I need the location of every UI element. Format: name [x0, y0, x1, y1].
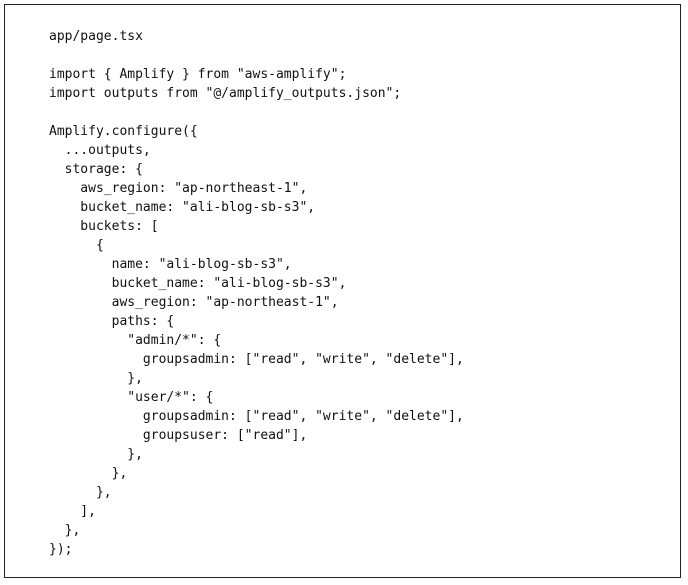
- code-line: },: [49, 523, 81, 538]
- code-line: import outputs from "@/amplify_outputs.j…: [49, 86, 402, 101]
- code-line: storage: {: [49, 162, 143, 177]
- code-line: {: [49, 238, 104, 253]
- code-line: },: [49, 485, 112, 500]
- code-line: paths: {: [49, 314, 175, 329]
- code-frame: app/page.tsx import { Amplify } from "aws…: [4, 4, 681, 578]
- code-line-filename: app/page.tsx: [49, 29, 143, 44]
- code-line: },: [49, 447, 143, 462]
- code-line: },: [49, 466, 128, 481]
- code-line: "user/*": {: [49, 390, 214, 405]
- code-line: groupsadmin: ["read", "write", "delete"]…: [49, 409, 464, 424]
- code-line: Amplify.configure({: [49, 124, 198, 139]
- code-line: bucket_name: "ali-blog-sb-s3",: [49, 276, 347, 291]
- code-line: bucket_name: "ali-blog-sb-s3",: [49, 200, 316, 215]
- code-line: "admin/*": {: [49, 333, 222, 348]
- code-line: buckets: [: [49, 219, 159, 234]
- code-line: [49, 103, 464, 122]
- code-line: aws_region: "ap-northeast-1",: [49, 295, 339, 310]
- code-line: import { Amplify } from "aws-amplify";: [49, 67, 347, 82]
- code-line: });: [49, 542, 73, 557]
- code-line: aws_region: "ap-northeast-1",: [49, 181, 308, 196]
- code-line: groupsadmin: ["read", "write", "delete"]…: [49, 352, 464, 367]
- code-block: app/page.tsx import { Amplify } from "aws…: [49, 27, 464, 559]
- code-line: name: "ali-blog-sb-s3",: [49, 257, 292, 272]
- code-line: ],: [49, 504, 96, 519]
- code-line: [49, 46, 464, 65]
- code-line: },: [49, 371, 143, 386]
- code-line: ...outputs,: [49, 143, 151, 158]
- code-line: groupsuser: ["read"],: [49, 428, 308, 443]
